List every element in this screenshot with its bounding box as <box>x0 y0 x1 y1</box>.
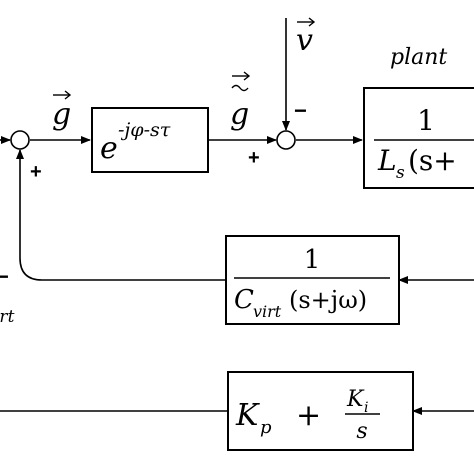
sign-plus-bottom-left: + <box>30 161 42 183</box>
v-vector-arrow-icon <box>297 17 316 27</box>
pi-block <box>227 371 414 451</box>
cvirt-C-subscript: virt <box>253 302 282 321</box>
pi-plus: + <box>296 398 321 433</box>
sign-minus-top: − <box>294 98 307 123</box>
plant-denominator-paren: (s+ <box>408 144 457 177</box>
plant-numerator: 1 <box>417 104 435 137</box>
pi-Ki-subscript: i <box>364 400 368 416</box>
pi-Kp-subscript: p <box>260 417 272 438</box>
label-virt-fragment: irt <box>0 307 15 327</box>
pi-s: s <box>356 419 367 444</box>
signal-line-feedback-return <box>16 149 226 281</box>
label-g: g <box>52 97 71 132</box>
plant-L: L <box>377 144 397 177</box>
plant-block <box>363 87 474 189</box>
label-v: v <box>296 23 313 58</box>
cvirt-block <box>225 235 400 325</box>
summing-junction-right <box>276 130 296 150</box>
sign-plus-middle: + <box>248 147 260 169</box>
g-tilde-decoration-icon <box>231 71 251 92</box>
delay-exponent: -jφ-sτ <box>118 119 171 141</box>
g-vector-arrow-icon <box>53 90 72 100</box>
plant-label: plant <box>390 45 447 70</box>
label-g-tilde: g <box>230 97 249 132</box>
summing-junction-left <box>10 130 30 150</box>
cvirt-denominator-paren: (s+jω) <box>289 286 367 314</box>
cvirt-numerator: 1 <box>304 245 321 275</box>
plant-L-subscript: s <box>396 163 405 183</box>
cvirt-C: C <box>234 285 254 315</box>
pi-Ki: K <box>346 387 365 412</box>
pi-Kp: K <box>235 398 260 433</box>
sign-minus-left: − <box>0 264 9 289</box>
delay-base: e <box>100 131 118 166</box>
delay-block <box>91 107 209 173</box>
